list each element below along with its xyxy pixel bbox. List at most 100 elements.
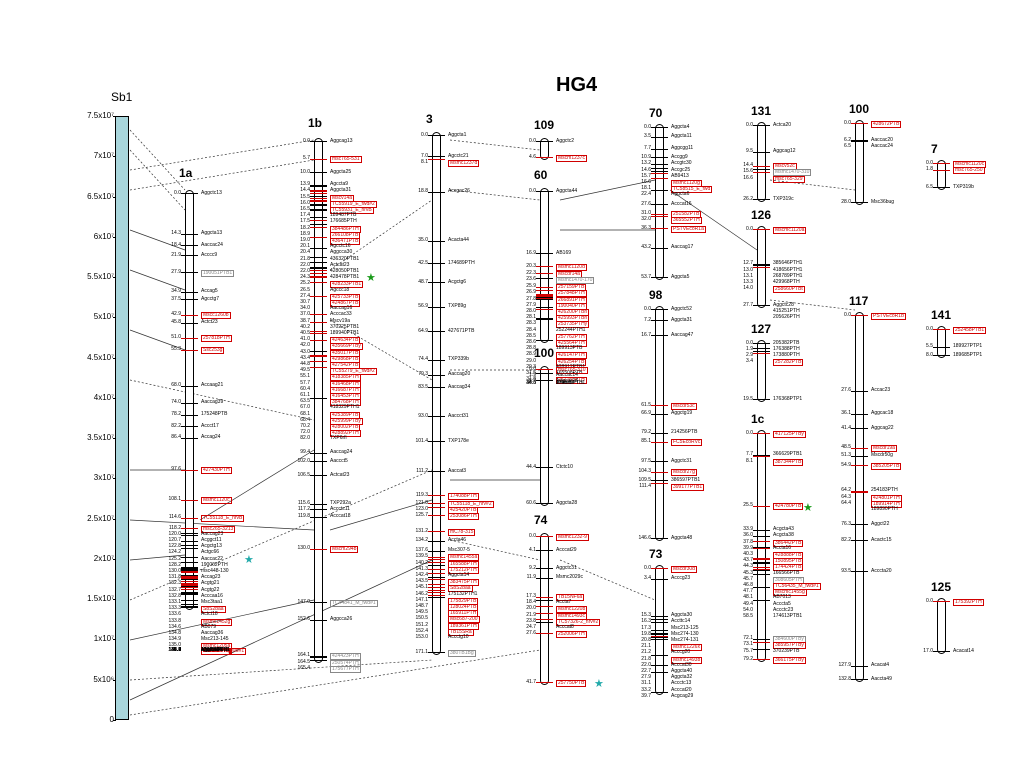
marker-name: Acgtg22: [201, 586, 220, 593]
marker-name: 189890PTH: [871, 506, 898, 513]
marker-position: 86.4: [171, 434, 181, 441]
axis-tick-mark: [113, 397, 116, 399]
marker-position: 7.7: [746, 451, 753, 458]
marker-name: Mscdr53c: [671, 402, 697, 410]
marker-tick: [310, 210, 327, 212]
marker-tick: [536, 682, 553, 683]
marker-tick: [753, 505, 770, 507]
axis-tick-label: 6.5x10⁷: [87, 191, 114, 201]
marker-name: Msc213-145: [201, 636, 229, 643]
marker-name: 427430PTH: [201, 467, 232, 475]
marker-tick: [851, 202, 868, 203]
marker-name: Mscmc1455g: [773, 589, 807, 597]
marker-tick: [310, 332, 327, 334]
marker-name: Accta7: [556, 599, 572, 606]
marker-name: 385205PTB: [871, 462, 902, 470]
marker-name: Aggcta35: [201, 646, 223, 653]
marker-name: 176388PTH: [773, 345, 800, 352]
marker-tick: [753, 305, 770, 306]
linkage-group-label: 109: [534, 118, 555, 132]
marker-tick: [181, 568, 198, 570]
marker-position: 146.2: [415, 590, 428, 597]
marker-name: 254183PTH: [871, 487, 898, 494]
marker-name: Aaccct31: [448, 412, 469, 419]
marker-position: 0.0: [746, 429, 753, 436]
marker-position: 13.0: [743, 266, 753, 273]
marker-position: 82.2: [841, 536, 851, 543]
marker-position: 131.8: [168, 574, 181, 581]
marker-name: SbS2baa: [448, 585, 473, 593]
marker-tick: [428, 514, 445, 516]
marker-tick: [181, 541, 198, 543]
marker-position: 82.2: [171, 422, 181, 429]
marker-position: 11.9: [526, 574, 536, 581]
linkage-group-label: 100: [534, 346, 555, 360]
axis-tick-label: 4.5x10⁷: [87, 352, 114, 362]
marker-tick: [181, 581, 198, 583]
marker-position: 22.3: [526, 269, 536, 276]
marker-position: 66.9: [641, 410, 651, 416]
marker-tick: [428, 550, 445, 552]
marker-tick: [536, 296, 553, 298]
chromosome-bar: [757, 122, 766, 202]
marker-position: 8.1: [421, 158, 428, 165]
marker-name: TXP339b: [448, 356, 469, 363]
marker-position: 0.0: [746, 339, 753, 346]
marker-tick: [651, 634, 668, 636]
marker-position: 6.5: [926, 183, 933, 190]
marker-position: 18.4: [171, 241, 181, 248]
marker-name: 253735PTHy: [556, 321, 590, 329]
marker-position: 29.0: [526, 357, 536, 364]
marker-tick: [428, 156, 445, 158]
marker-tick: [651, 309, 668, 310]
marker-name: Msc36bug: [871, 198, 895, 205]
marker-position: 20.0: [526, 605, 536, 612]
marker-name: AB079: [201, 623, 217, 630]
marker-position: 120.7: [168, 537, 181, 544]
marker-tick: [651, 413, 668, 415]
linkage-group-label: 131: [751, 104, 772, 118]
marker-tick: [181, 528, 198, 530]
marker-tick: [310, 267, 327, 269]
marker-position: 44.8: [300, 360, 310, 367]
marker-position: 146.6: [638, 534, 651, 541]
marker-position: 0.0: [529, 365, 536, 372]
marker-tick: [428, 579, 445, 581]
marker-name: 173929PTH: [556, 379, 583, 386]
marker-position: 141.3: [415, 565, 428, 572]
marker-name: 253314PTH: [201, 647, 232, 655]
marker-position: 17.5: [300, 218, 310, 225]
marker-name: 190062PTH: [201, 561, 228, 568]
marker-position: 34.9: [171, 288, 181, 295]
axis-tick-mark: [113, 236, 116, 238]
marker-tick: [310, 237, 327, 239]
marker-tick: [310, 272, 327, 274]
marker-name: TC58515_E_fwd: [671, 186, 713, 194]
marker-name: Acccat8: [556, 624, 574, 631]
marker-name: TXP178e: [448, 437, 469, 444]
marker-name: Aaccta49: [871, 675, 892, 682]
marker-name: Aggctc52: [671, 305, 692, 312]
linkage-group-label: 1b: [308, 116, 323, 130]
marker-tick: [753, 535, 770, 537]
marker-position: 134.9: [168, 636, 181, 643]
marker-name: SbS2baa: [201, 606, 226, 614]
marker-position: 57.7: [300, 379, 310, 386]
marker-position: 22.0: [641, 661, 651, 668]
marker-name: Agcctc21: [448, 152, 469, 159]
marker-name: Msmc1226x: [671, 644, 702, 652]
marker-position: 4.6: [529, 153, 536, 160]
marker-position: 137.0: [168, 646, 181, 653]
marker-tick: [651, 578, 668, 580]
marker-name: Agccta9: [330, 181, 349, 188]
marker-position: 42.5: [418, 259, 428, 266]
marker-tick: [310, 330, 327, 332]
marker-name: 205626PTH: [773, 313, 800, 320]
marker-name: Aaccag17: [671, 244, 694, 251]
linkage-group-label: 73: [649, 547, 663, 561]
marker-tick: [428, 573, 445, 575]
marker-name: Aggctc31: [556, 564, 577, 571]
marker-tick: [181, 337, 198, 339]
marker-name: Acccat30: [671, 661, 692, 668]
